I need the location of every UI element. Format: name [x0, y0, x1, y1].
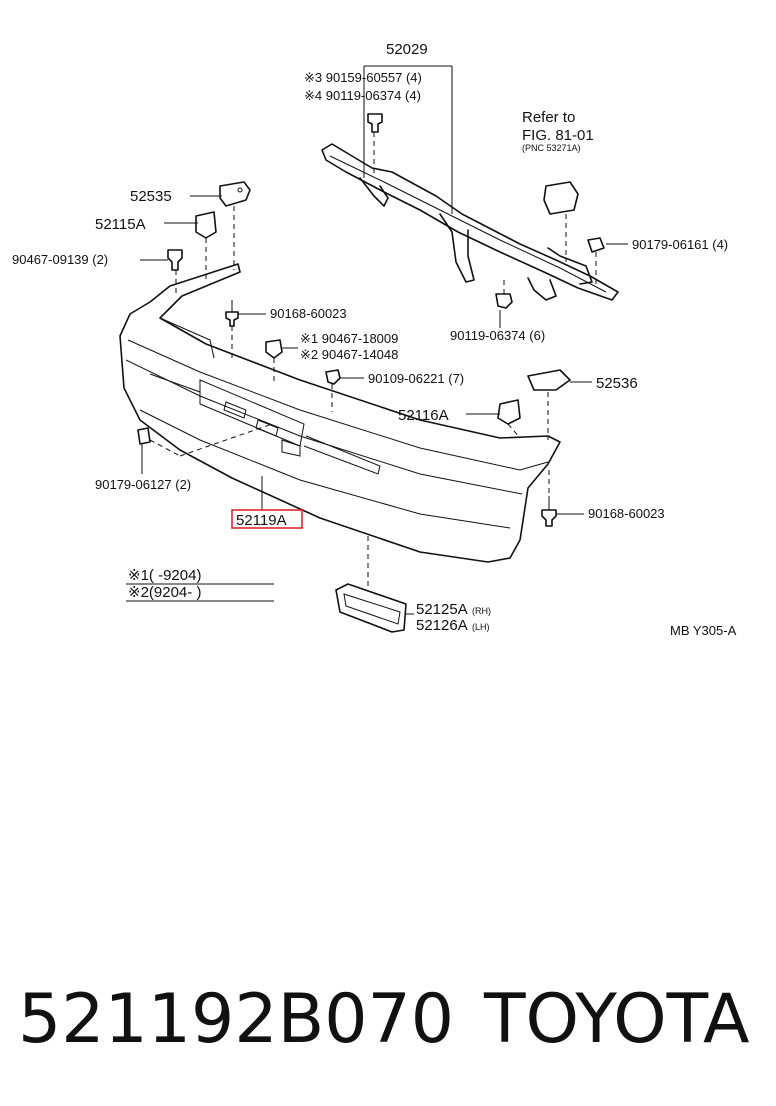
label-90119-06374: 90119-06374 (6): [450, 328, 545, 343]
part-labels: 52029 ※3 90159-60557 (4) ※4 90119-06374 …: [12, 41, 737, 638]
clip-90467-09139: [167, 249, 183, 271]
reflector-52125A: [335, 583, 407, 633]
highlight-box: [231, 509, 303, 529]
label-90467-09139: 90467-09139 (2): [12, 252, 108, 267]
clip-90467-18009: [265, 339, 283, 359]
legend-line-2: ※2(9204- ): [128, 584, 201, 601]
label-90168-60023-a: 90168-60023: [270, 306, 347, 321]
bracket-52536: [527, 369, 571, 391]
nut-90179-06127: [137, 427, 151, 445]
footer: 521192B070 TOYOTA: [0, 975, 776, 1075]
label-90467-18009: ※1 90467-18009: [300, 331, 398, 346]
label-note3: ※3 90159-60557 (4): [304, 70, 422, 85]
diagram-code: MB Y305-A: [670, 623, 737, 638]
bumper-cover: [119, 263, 561, 563]
assembly-lines: [149, 132, 597, 588]
bumper-reinforcement: [321, 143, 619, 301]
label-90179-06161: 90179-06161 (4): [632, 237, 728, 252]
label-52535: 52535: [130, 188, 172, 205]
label-52126A: 52126A: [416, 617, 468, 634]
nut-90179-06161: [587, 237, 605, 253]
part-number: 521192B070: [18, 980, 455, 1059]
label-52536: 52536: [596, 375, 638, 392]
legend-line-1: ※1( -9204): [128, 567, 201, 584]
label-90168-60023-b: 90168-60023: [588, 506, 665, 521]
bracket-52535: [219, 181, 251, 207]
retainer-52116A: [497, 399, 521, 425]
label-52115A: 52115A: [95, 216, 146, 233]
leader-lines: [140, 65, 628, 615]
label-refer-fig: FIG. 81-01: [522, 127, 594, 144]
label-52125A: 52125A: [416, 601, 468, 618]
parts-diagram: 52029 ※3 90159-60557 (4) ※4 90119-06374 …: [12, 41, 737, 638]
label-90179-06127: 90179-06127 (2): [95, 477, 191, 492]
retainer-52115A: [195, 211, 217, 239]
brand-name: TOYOTA: [484, 980, 750, 1059]
bolt-90119-06374: [495, 293, 513, 309]
screw-90168-60023-b: [541, 496, 557, 527]
label-90109-06221: 90109-06221 (7): [368, 371, 464, 386]
label-90467-14048: ※2 90467-14048: [300, 347, 398, 362]
screw-90168-60023-a: [225, 300, 239, 327]
clip-90109-06221: [325, 369, 341, 385]
label-refer-to: Refer to: [522, 109, 575, 126]
refer-bracket: [543, 181, 579, 215]
label-note4: ※4 90119-06374 (4): [304, 88, 421, 103]
label-refer-pnc: (PNC 53271A): [522, 143, 581, 153]
bolt-90159-60557: [367, 113, 383, 133]
label-52029: 52029: [386, 41, 428, 58]
label-52116A: 52116A: [398, 407, 449, 424]
label-52125A-side: (RH): [472, 606, 491, 616]
label-52119A: 52119A: [236, 512, 287, 529]
label-52126A-side: (LH): [472, 622, 490, 632]
